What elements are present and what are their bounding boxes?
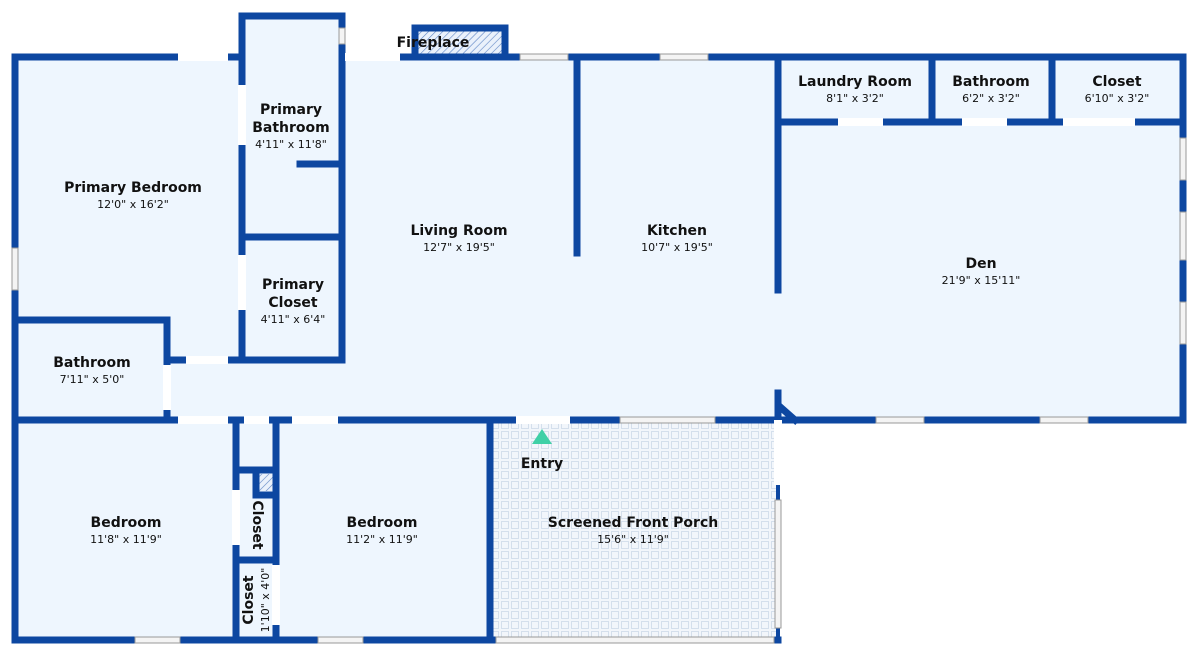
fireplace-label: Fireplace [397, 35, 470, 51]
room-name: Primary [260, 102, 322, 118]
room-dimensions: 6'10" x 3'2" [1085, 92, 1150, 105]
room-dimensions: 10'7" x 19'5" [641, 241, 713, 254]
room-name: Bathroom [53, 355, 131, 371]
room-dimensions: 6'2" x 3'2" [962, 92, 1020, 105]
room-dimensions: 21'9" x 15'11" [942, 274, 1021, 287]
entry-arrow-icon [532, 429, 552, 444]
room-dimensions: 1'10" x 4'0" [259, 568, 272, 633]
entry-label: Entry [521, 456, 563, 472]
fireplace-hearth [415, 28, 505, 57]
room-dimensions: 4'11" x 11'8" [255, 138, 327, 151]
room-name: Closet [249, 500, 265, 550]
room-name: Kitchen [647, 223, 707, 239]
door-openings [163, 53, 1135, 625]
room-name: Primary Bedroom [64, 180, 202, 196]
room-name: Bedroom [91, 515, 162, 531]
porch-floor [490, 420, 778, 640]
room-name: Closet [1092, 74, 1142, 90]
room-name: Closet [241, 575, 257, 625]
room-dimensions: 8'1" x 3'2" [826, 92, 884, 105]
room-dimensions: 11'8" x 11'9" [90, 533, 162, 546]
room-name: Bathroom [252, 120, 330, 136]
windows [11, 27, 1187, 644]
closet-shaft [256, 474, 273, 491]
room-dimensions: 7'11" x 5'0" [60, 373, 125, 386]
room-name: Primary [262, 277, 324, 293]
room-name: Living Room [410, 223, 507, 239]
room-name: Bedroom [347, 515, 418, 531]
room-dimensions: 4'11" x 6'4" [261, 313, 326, 326]
room-dimensions: 12'0" x 16'2" [97, 198, 169, 211]
room-name: Laundry Room [798, 74, 912, 90]
room-dimensions: 11'2" x 11'9" [346, 533, 418, 546]
room-name: Bathroom [952, 74, 1030, 90]
room-name: Screened Front Porch [548, 515, 718, 531]
room-name: Closet [268, 295, 318, 311]
floor-areas [15, 16, 1183, 640]
room-name: Den [965, 256, 996, 272]
room-dimensions: 12'7" x 19'5" [423, 241, 495, 254]
room-dimensions: 15'6" x 11'9" [597, 533, 669, 546]
